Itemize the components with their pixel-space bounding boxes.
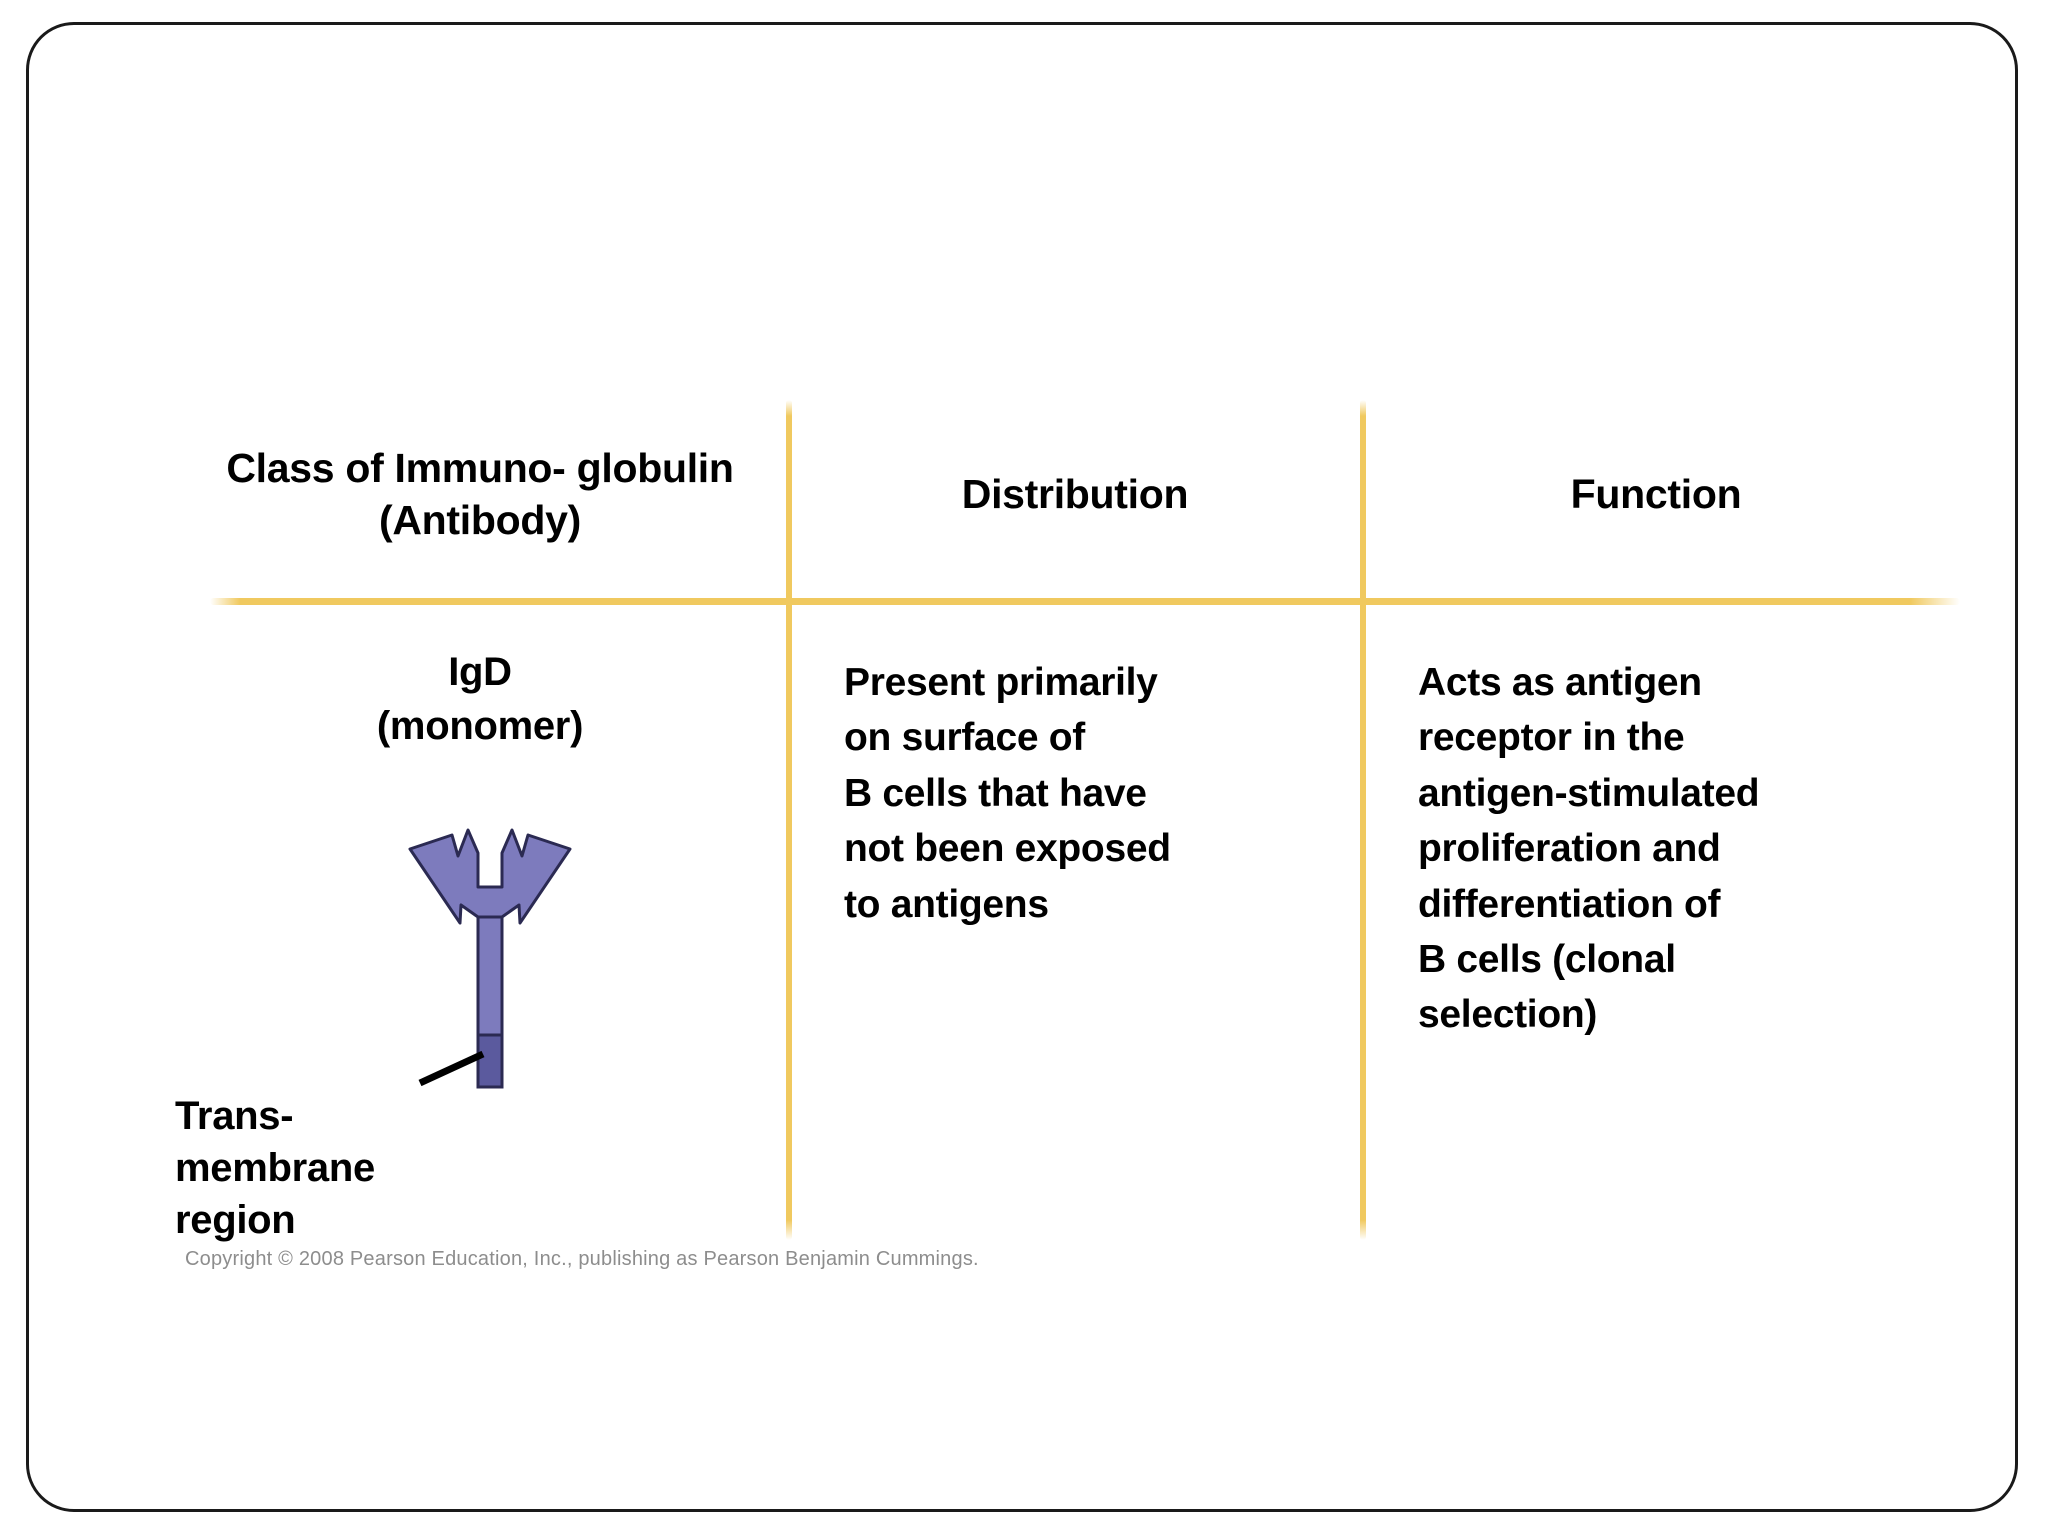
copyright-notice: Copyright © 2008 Pearson Education, Inc.… bbox=[185, 1248, 979, 1270]
column-divider-line-2 bbox=[1360, 400, 1366, 1240]
cell-class-label: IgD (monomer) bbox=[376, 650, 584, 748]
column-header-distribution: Distribution bbox=[961, 471, 1189, 517]
transmembrane-region-label: Trans- membrane region bbox=[175, 1094, 375, 1242]
antibody-stem-outline bbox=[476, 915, 504, 1089]
callout-leader-line bbox=[418, 1050, 485, 1087]
antibody-diagram bbox=[380, 805, 600, 1105]
cell-function: Acts as antigen receptor in the antigen-… bbox=[1418, 661, 1760, 1037]
antibody-body-shape bbox=[408, 828, 572, 1037]
column-header-class: Class of Immuno- globulin (Antibody) bbox=[226, 445, 734, 544]
column-header-function: Function bbox=[1570, 471, 1742, 517]
cell-distribution: Present primarily on surface of B cells … bbox=[844, 661, 1171, 926]
transmembrane-region-shape bbox=[476, 1033, 504, 1089]
immunoglobulin-table: Class of Immuno- globulin (Antibody) Dis… bbox=[175, 400, 1960, 1260]
header-divider-line bbox=[210, 598, 1960, 605]
igd-monomer-icon bbox=[408, 828, 572, 1089]
column-divider-line-1 bbox=[786, 400, 792, 1240]
